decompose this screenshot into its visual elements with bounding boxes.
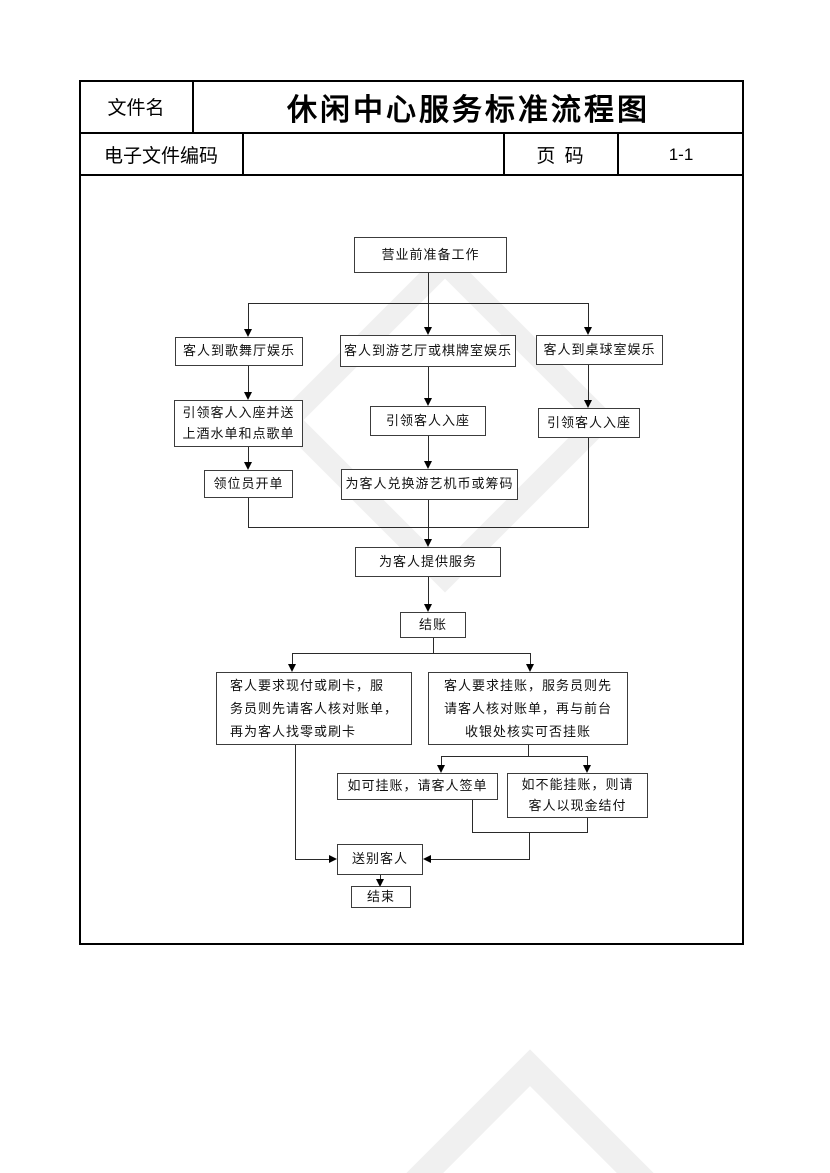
watermark-logo xyxy=(309,1049,751,1173)
flow-node-seat-ktv: 引领客人入座并送 上酒水单和点歌单 xyxy=(174,400,303,447)
page-border xyxy=(79,80,744,945)
page-number-value: 1-1 xyxy=(668,144,694,164)
arrow-down-icon xyxy=(584,400,592,408)
table-divider xyxy=(503,133,505,176)
connector xyxy=(530,653,531,665)
arrow-down-icon xyxy=(424,327,432,335)
connector xyxy=(248,498,249,528)
connector xyxy=(428,273,429,303)
connector xyxy=(587,756,588,766)
flow-node-provide-service: 为客人提供服务 xyxy=(355,547,501,577)
connector xyxy=(441,756,588,757)
arrow-down-icon xyxy=(288,664,296,672)
page-title: 休闲中心服务标准流程图 xyxy=(287,93,650,127)
flow-node-to-ktv: 客人到歌舞厅娱乐 xyxy=(175,337,303,366)
connector xyxy=(428,367,429,399)
connector xyxy=(588,303,589,328)
arrow-down-icon xyxy=(437,765,445,773)
arrow-down-icon xyxy=(424,461,432,469)
flow-node-seat-gameroom: 引领客人入座 xyxy=(370,406,486,436)
connector xyxy=(528,745,529,757)
file-code-label: 电子文件编码 xyxy=(103,146,218,167)
flow-node-to-gameroom: 客人到游艺厅或棋牌室娱乐 xyxy=(340,335,516,367)
flow-node-usher-order: 领位员开单 xyxy=(204,470,293,498)
connector xyxy=(248,527,589,528)
connector xyxy=(472,800,473,833)
flow-node-cash-settle: 如不能挂账，则请 客人以现金结付 xyxy=(507,773,648,818)
connector xyxy=(529,832,530,860)
table-divider xyxy=(192,80,194,133)
connector xyxy=(433,638,434,654)
arrow-down-icon xyxy=(526,664,534,672)
flow-node-exchange-coins: 为客人兑换游艺机币或筹码 xyxy=(341,469,518,500)
table-divider xyxy=(242,133,244,176)
connector xyxy=(588,438,589,528)
connector xyxy=(248,303,249,330)
connector xyxy=(428,436,429,462)
connector xyxy=(295,859,330,860)
connector xyxy=(472,832,588,833)
flow-node-to-billiards: 客人到桌球室娱乐 xyxy=(536,335,663,365)
arrow-down-icon xyxy=(424,539,432,547)
flow-node-end: 结束 xyxy=(351,886,411,908)
table-divider xyxy=(79,132,744,134)
connector xyxy=(292,653,531,654)
connector xyxy=(587,818,588,833)
connector xyxy=(428,303,429,328)
table-divider xyxy=(617,133,619,176)
flow-node-pay-now: 客人要求现付或刷卡，服 务员则先请客人核对账单， 再为客人找零或刷卡 xyxy=(216,672,412,745)
arrow-down-icon xyxy=(244,392,252,400)
arrow-down-icon xyxy=(376,879,384,887)
arrow-left-icon xyxy=(423,855,431,863)
arrow-down-icon xyxy=(424,398,432,406)
arrow-down-icon xyxy=(244,462,252,470)
arrow-down-icon xyxy=(583,765,591,773)
connector xyxy=(441,756,442,766)
connector xyxy=(292,653,293,665)
file-name-label: 文件名 xyxy=(107,98,165,119)
connector xyxy=(248,447,249,463)
connector xyxy=(380,875,381,881)
flow-node-farewell: 送别客人 xyxy=(337,844,423,875)
file-code-value xyxy=(243,133,504,176)
table-divider xyxy=(79,174,744,176)
arrow-down-icon xyxy=(584,327,592,335)
flow-node-sign-bill: 如可挂账，请客人签单 xyxy=(337,773,498,800)
arrow-down-icon xyxy=(424,604,432,612)
connector xyxy=(428,500,429,540)
connector xyxy=(428,577,429,605)
flow-node-pay-on-credit: 客人要求挂账，服务员则先 请客人核对账单，再与前台 收银处核实可否挂账 xyxy=(428,672,628,745)
flow-node-prepare: 营业前准备工作 xyxy=(354,237,507,273)
arrow-down-icon xyxy=(244,329,252,337)
connector xyxy=(588,365,589,401)
flow-node-checkout: 结账 xyxy=(400,612,466,638)
connector xyxy=(248,366,249,393)
page-number-label: 页 码 xyxy=(536,146,586,167)
arrow-right-icon xyxy=(329,855,337,863)
connector xyxy=(248,303,589,304)
connector xyxy=(295,745,296,860)
connector xyxy=(431,859,530,860)
flow-node-seat-billiards: 引领客人入座 xyxy=(538,408,640,438)
